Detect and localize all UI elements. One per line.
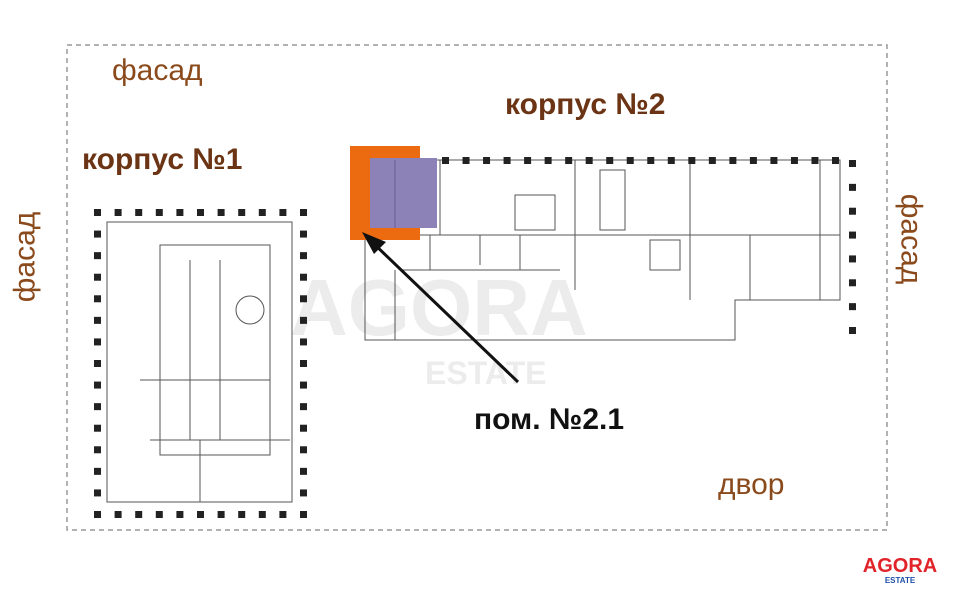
column [94,381,101,389]
column [667,157,675,164]
column [849,279,856,287]
column [279,209,287,216]
column [300,381,307,389]
column [155,511,163,518]
column [238,511,246,518]
column [770,157,778,164]
column [300,467,307,475]
column [94,316,101,324]
column [114,511,122,518]
column [300,316,307,324]
column [176,209,184,216]
column [94,511,101,518]
column [849,160,856,167]
column [176,511,184,518]
premises-purple-zone [370,158,437,228]
column [300,209,307,216]
column [300,273,307,281]
column [585,157,593,164]
building-2-plan [364,159,841,341]
column [94,273,101,281]
column [258,209,266,216]
column [688,157,696,164]
logo-sub-text: ESTATE [884,576,916,585]
column [483,157,491,164]
logo-main-text: AGORA [862,555,938,577]
column [300,230,307,238]
column [300,446,307,454]
label-building-1: корпус №1 [82,143,243,176]
column [94,295,101,303]
column [135,511,143,518]
column [729,157,737,164]
premises-highlight [350,146,437,240]
column [503,157,511,164]
column [217,209,225,216]
column [94,252,101,260]
column [258,511,266,518]
column [647,157,655,164]
column [217,511,225,518]
column [849,207,856,215]
column [462,157,470,164]
label-facade-top: фасад [112,54,203,87]
column [94,230,101,238]
column [94,424,101,432]
column [279,511,287,518]
label-facade-left: фасад [8,211,42,303]
column [300,338,307,346]
column [300,489,307,497]
column [94,403,101,411]
label-facade-right: фасад [894,193,928,285]
column [300,424,307,432]
column [300,295,307,303]
column [849,231,856,239]
column [849,303,856,311]
column [606,157,614,164]
column [811,157,819,164]
column [197,511,204,518]
column [135,209,143,216]
building-1-plan [106,221,293,503]
column [300,511,307,518]
column [94,338,101,346]
column [300,403,307,411]
column [849,327,856,334]
column [94,209,101,216]
label-courtyard: двор [718,468,785,501]
column [155,209,163,216]
agora-logo: AGORA ESTATE [852,556,948,585]
column [626,157,634,164]
pointer-arrow [362,232,520,384]
column [197,209,204,216]
column [94,467,101,475]
column [544,157,552,164]
column [832,157,839,164]
column [300,252,307,260]
column [849,183,856,191]
column [565,157,573,164]
label-premises: пом. №2.1 [474,403,625,436]
site-boundary [66,44,888,531]
column [749,157,757,164]
columns [94,157,856,518]
column [94,446,101,454]
column [442,157,449,164]
column [708,157,716,164]
column [94,360,101,367]
column [300,360,307,367]
column [524,157,532,164]
column [849,255,856,263]
label-building-2: корпус №2 [505,88,666,121]
column [238,209,246,216]
column [94,489,101,497]
column [790,157,798,164]
column [114,209,122,216]
watermark-sub: ESTATE [425,355,547,391]
